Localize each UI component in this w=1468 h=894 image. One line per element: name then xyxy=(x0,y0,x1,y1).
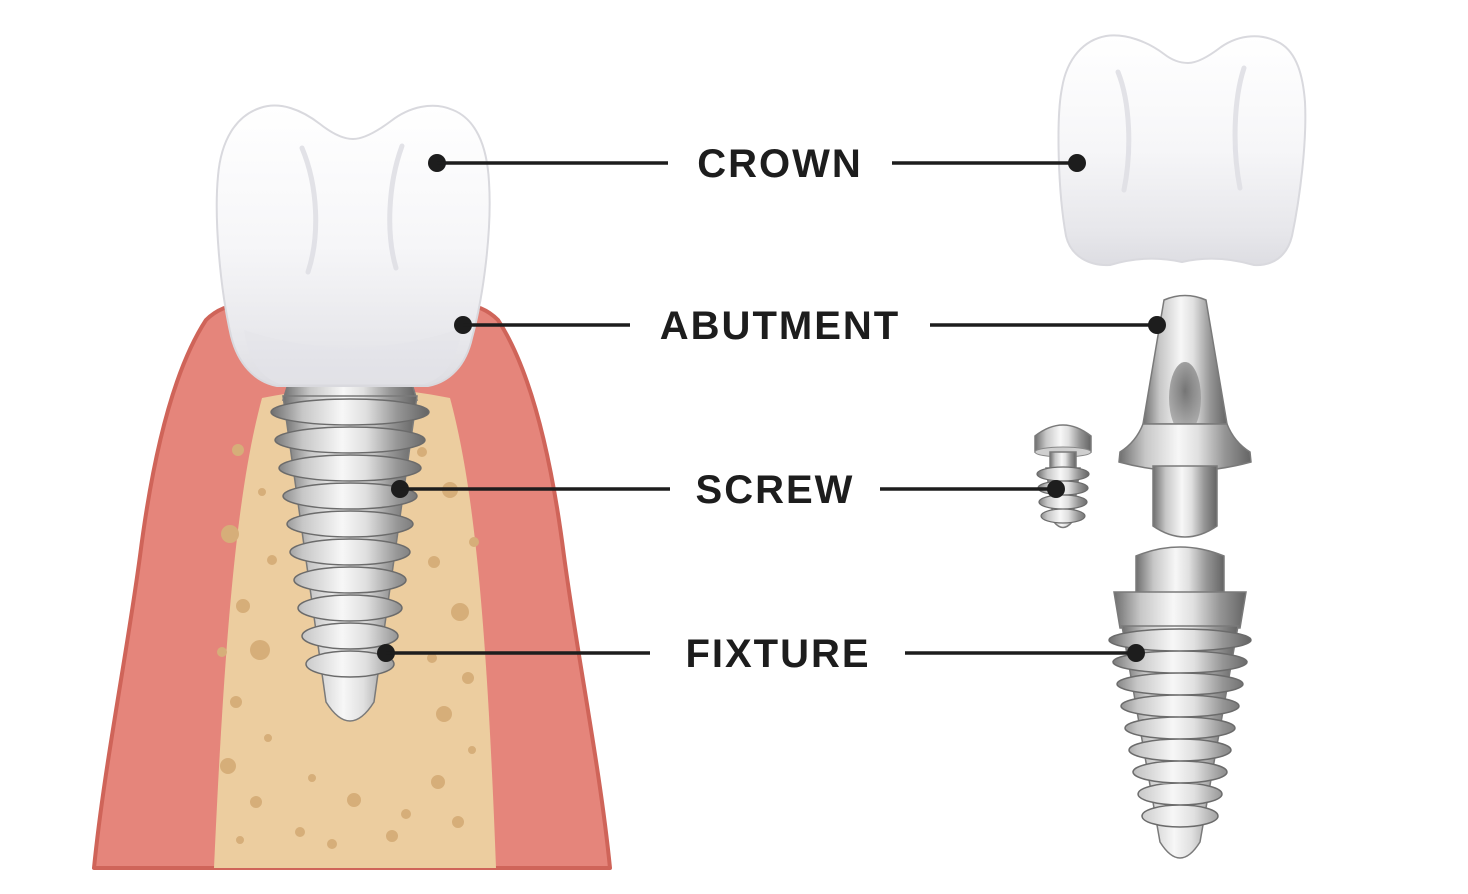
fixture-dot-right xyxy=(1127,644,1145,662)
label-crown: CROWN xyxy=(428,142,1086,186)
label-abutment: ABUTMENT xyxy=(454,304,1166,348)
screw-exploded xyxy=(1034,424,1092,529)
screw-threads xyxy=(1036,466,1090,524)
label-screw-text: SCREW xyxy=(696,468,855,512)
abutment-dot-right xyxy=(1148,316,1166,334)
fixture-exploded xyxy=(1108,546,1252,859)
abutment-groove xyxy=(1169,362,1201,434)
assembled-implant-view xyxy=(92,104,612,870)
screw-head xyxy=(1034,424,1092,453)
screw-dot-right xyxy=(1047,480,1065,498)
labels: CROWN ABUTMENT SCREW FIXTURE xyxy=(377,142,1166,676)
label-crown-text: CROWN xyxy=(697,142,863,186)
label-abutment-text: ABUTMENT xyxy=(660,304,900,348)
tooth-crown-assembled xyxy=(215,104,491,387)
label-fixture: FIXTURE xyxy=(377,632,1145,676)
crown-grooves-exploded xyxy=(1115,65,1247,193)
implant-screw-assembled xyxy=(270,383,430,722)
abutment-post xyxy=(1152,465,1218,538)
abutment-exploded xyxy=(1118,294,1252,538)
crown-dot-right xyxy=(1068,154,1086,172)
crown-shape xyxy=(215,104,491,387)
tooth-crown-exploded xyxy=(1057,34,1307,267)
fixture-threads xyxy=(1108,628,1252,828)
implant-threads xyxy=(270,398,430,678)
fixture-collar xyxy=(1113,591,1247,629)
crown-lower-shade xyxy=(244,328,462,384)
label-fixture-text: FIXTURE xyxy=(685,632,870,676)
fixture-platform xyxy=(1135,546,1225,597)
bone-speckles xyxy=(217,444,479,849)
abutment-flare xyxy=(1118,423,1252,472)
label-screw: SCREW xyxy=(391,468,1065,512)
crown-shape-exploded xyxy=(1057,34,1307,267)
crown-grooves xyxy=(299,143,405,275)
